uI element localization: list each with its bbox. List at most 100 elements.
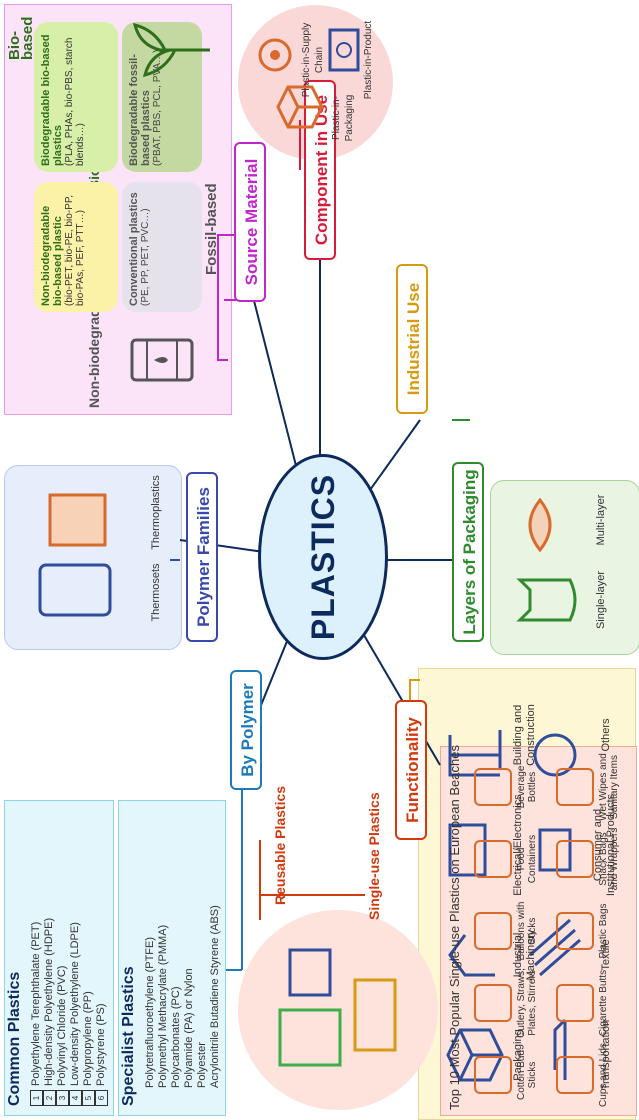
q1-box: Non-biodegradable bio-based plastic (bio… [34,182,118,312]
multi-layer-icon [528,497,552,553]
single-use-icon [474,768,512,806]
common-plastic-label: Polystyrene (PS) [95,1003,107,1086]
fossil-based-label: Fossil-based [203,183,220,275]
q3-title: Conventional plastics [128,192,140,306]
single-use-label: Beverage Bottles [516,765,538,809]
blender-icon [288,948,332,997]
source-material-label: Source Material [234,142,266,302]
robot-arm-icon [448,934,495,977]
top10-grid: Cotton Bud Sticks Cutlery, Straws, Plates… [468,750,633,1110]
functionality-label: Functionality [395,700,427,840]
single-use-icon [556,840,594,878]
single-use-item: Wet Wipes and Sanitary Items [550,752,630,822]
recycle-code-icon: 4 [69,1090,82,1106]
component-item-packaging: Plastic-in-Packaging [331,94,355,142]
single-use-icon [556,912,594,950]
food-container-icon [353,978,397,1052]
layers-of-packaging-label: Layers of Packaging [452,462,484,642]
crane-icon [448,730,502,777]
recycle-code-icon: 6 [95,1090,108,1106]
center-label: PLASTICS [304,473,341,641]
single-use-icon [474,840,512,878]
teddy-bear-icon [533,733,577,777]
top10-title: Top 10 Most Popular Single-use Plastics … [447,745,462,1110]
common-plastics-list: 1 Polyethylene Terephthalate (PET)2 High-d… [30,806,108,1106]
single-use-label: Plastic Bags [598,903,609,959]
specialist-plastics-title: Specialist Plastics [120,966,137,1106]
single-use-icon [474,984,512,1022]
single-use-label: Cigarette Butts [598,969,609,1037]
single-use-label: Balloons with Sticks [516,901,538,961]
gear-icon [258,38,292,72]
common-plastic-label: Polyethylene Terephthalate (PET) [30,921,42,1086]
single-use-item: Cigarette Butts [550,968,630,1038]
polymer-families-label: Polymer Families [186,472,218,642]
plastics-center: PLASTICS [258,454,388,660]
q1-title: Non-biodegradable bio-based plastic [40,205,64,306]
industrial-icons [446,730,581,1082]
bio-based-label: Bio-based [6,16,36,60]
polymer-family-icons [38,493,112,617]
by-polymer-label: By Polymer [230,670,262,790]
common-plastic-label: High-density Polyethylene (HDPE) [43,917,55,1086]
single-use-item: Cups and Lids [550,1040,630,1110]
thermoplastics-label: Thermoplastics [150,475,162,550]
single-layer-bag-icon [516,578,577,622]
single-use-icon [556,984,594,1022]
single-use-label: Food Containers [516,834,538,884]
camera-product-icon [328,28,360,72]
q2-desc: (PLA, PHAs, bio-PBS, starch blends…) [64,37,86,166]
common-plastic-item: 4 Low-density Polyethylene (LDPE) [69,806,82,1106]
single-use-item: Snack Bags and Wrappers [550,824,630,894]
textile-icon [529,918,581,977]
industrial-use-label: Industrial Use [396,264,428,414]
common-plastic-label: Polypropylene (PP) [82,991,94,1086]
single-use-label: Cups and Lids [598,1043,609,1107]
box-icon [276,85,324,129]
single-use-label: Cutlery, Straws, Plates, Stirrers [516,968,538,1038]
consumer-icon [538,828,572,872]
specialist-plastic-item: Acrylonitrile Butadiene Styrene (ABS) [209,905,221,1088]
multi-layer-label: Multi-layer [595,494,607,546]
recycle-code-icon: 2 [43,1090,56,1106]
single-use-label: Wet Wipes and Sanitary Items [598,753,620,821]
specialist-plastic-item: Polymethyl Methacrylate (PMMA) [157,924,169,1088]
specialist-plastic-item: Polyamide (PA) or Nylon [183,968,195,1088]
single-use-plastics-label: Single-use Plastics [366,792,382,920]
recycle-bag-icon [278,1008,342,1067]
reusable-plastics-label: Reusable Plastics [272,785,288,905]
common-plastics-title: Common Plastics [6,971,23,1106]
single-use-label: Cotton Bud Sticks [516,1049,538,1101]
single-use-item: Balloons with Sticks [468,896,548,966]
single-use-item: Cutlery, Straws, Plates, Stirrers [468,968,548,1038]
transport-icon [553,1018,567,1080]
single-use-item: Cotton Bud Sticks [468,1040,548,1110]
common-plastic-item: 1 Polyethylene Terephthalate (PET) [30,806,43,1106]
recycle-code-icon: 1 [30,1090,43,1106]
specialist-plastic-item: Polytetrafluoroethylene (PTFE) [144,936,156,1088]
computer-icon [448,823,487,877]
single-use-item: Food Containers [468,824,548,894]
single-use-item: Plastic Bags [550,896,630,966]
q3-desc: (PE, PP, PET, PVC…) [140,208,151,306]
single-layer-label: Single-layer [595,570,607,630]
single-use-icon [474,912,512,950]
single-use-icon [556,768,594,806]
specialist-plastic-item: Polycarbonates (PC) [170,986,182,1089]
specialist-plastics-list: Polytetrafluoroethylene (PTFE)Polymethyl… [144,806,222,1106]
common-plastic-label: Low-density Polyethylene (LDPE) [69,922,81,1086]
specialist-plastic-item: Polyester [196,1042,208,1088]
recycle-code-icon: 3 [56,1090,69,1106]
sprout-icon [132,22,210,78]
q2-box: Biodegradable bio-based plastics (PLA, P… [34,22,118,172]
power-strip-icon [38,563,112,617]
single-use-item: Beverage Bottles [468,752,548,822]
common-plastic-item: 2 High-density Polyethylene (HDPE) [43,806,56,1106]
reusable-icons [278,948,397,1067]
q2-title: Biodegradable bio-based plastics [40,34,64,166]
bricks-icon [48,493,107,547]
thermosets-label: Thermosets [150,563,162,622]
